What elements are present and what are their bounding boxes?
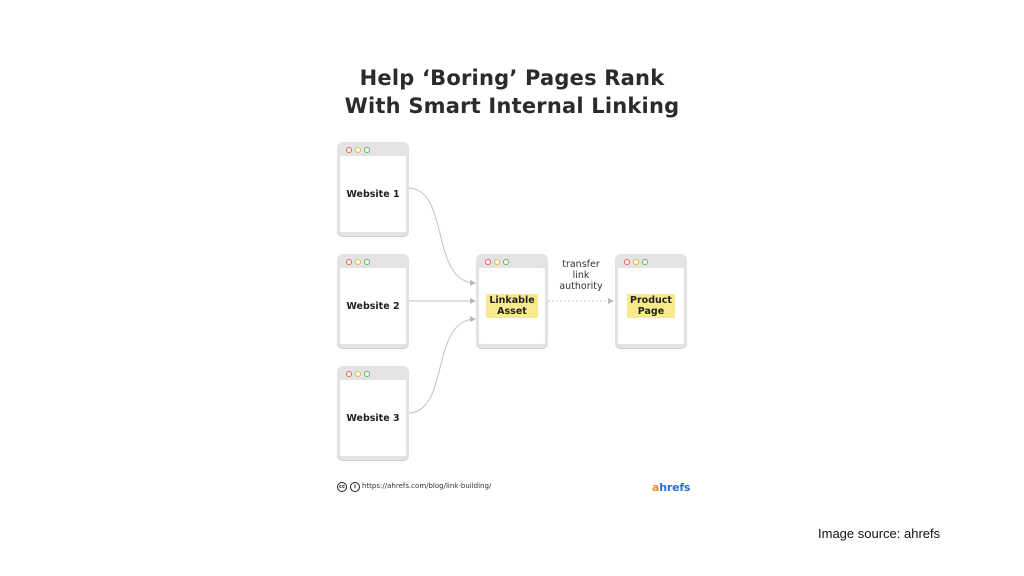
window-controls [485,259,509,265]
close-dot-icon [346,371,352,377]
window-controls [346,259,370,265]
minimize-dot-icon [355,371,361,377]
title-line-1: Help ‘Boring’ Pages Rank [359,66,665,90]
source-url[interactable]: https://ahrefs.com/blog/link-building/ [362,482,492,490]
website-1-node: Website 1 [337,142,409,236]
logo-letter-a: a [652,481,660,494]
edge-website1-to-asset [407,187,476,286]
website-2-node: Website 2 [337,254,409,348]
close-dot-icon [346,147,352,153]
minimize-dot-icon [633,259,639,265]
by-icon: i [350,482,360,492]
edge-website3-to-asset [407,316,476,414]
linkable-asset-label: Linkable Asset [486,294,538,318]
close-dot-icon [624,259,630,265]
minimize-dot-icon [355,259,361,265]
website-3-label: Website 3 [346,412,400,424]
ahrefs-logo: ahrefs [652,481,690,494]
license-icons: cc i [337,482,360,492]
maximize-dot-icon [364,259,370,265]
maximize-dot-icon [642,259,648,265]
transfer-link-authority-label: transfer link authority [559,259,603,292]
maximize-dot-icon [364,147,370,153]
website-2-label: Website 2 [346,300,400,312]
image-source-caption: Image source: ahrefs [818,526,941,541]
diagram-title: Help ‘Boring’ Pages Rank With Smart Inte… [0,64,1024,120]
minimize-dot-icon [355,147,361,153]
product-page-label: Product Page [627,294,675,318]
website-1-label: Website 1 [346,188,400,200]
maximize-dot-icon [503,259,509,265]
title-line-2: With Smart Internal Linking [344,94,680,118]
close-dot-icon [485,259,491,265]
window-controls [346,147,370,153]
close-dot-icon [346,259,352,265]
website-3-node: Website 3 [337,366,409,460]
minimize-dot-icon [494,259,500,265]
logo-text: hrefs [659,481,691,494]
product-page-node: Product Page [615,254,687,348]
linkable-asset-node: Linkable Asset [476,254,548,348]
window-controls [624,259,648,265]
maximize-dot-icon [364,371,370,377]
cc-icon: cc [337,482,347,492]
window-controls [346,371,370,377]
